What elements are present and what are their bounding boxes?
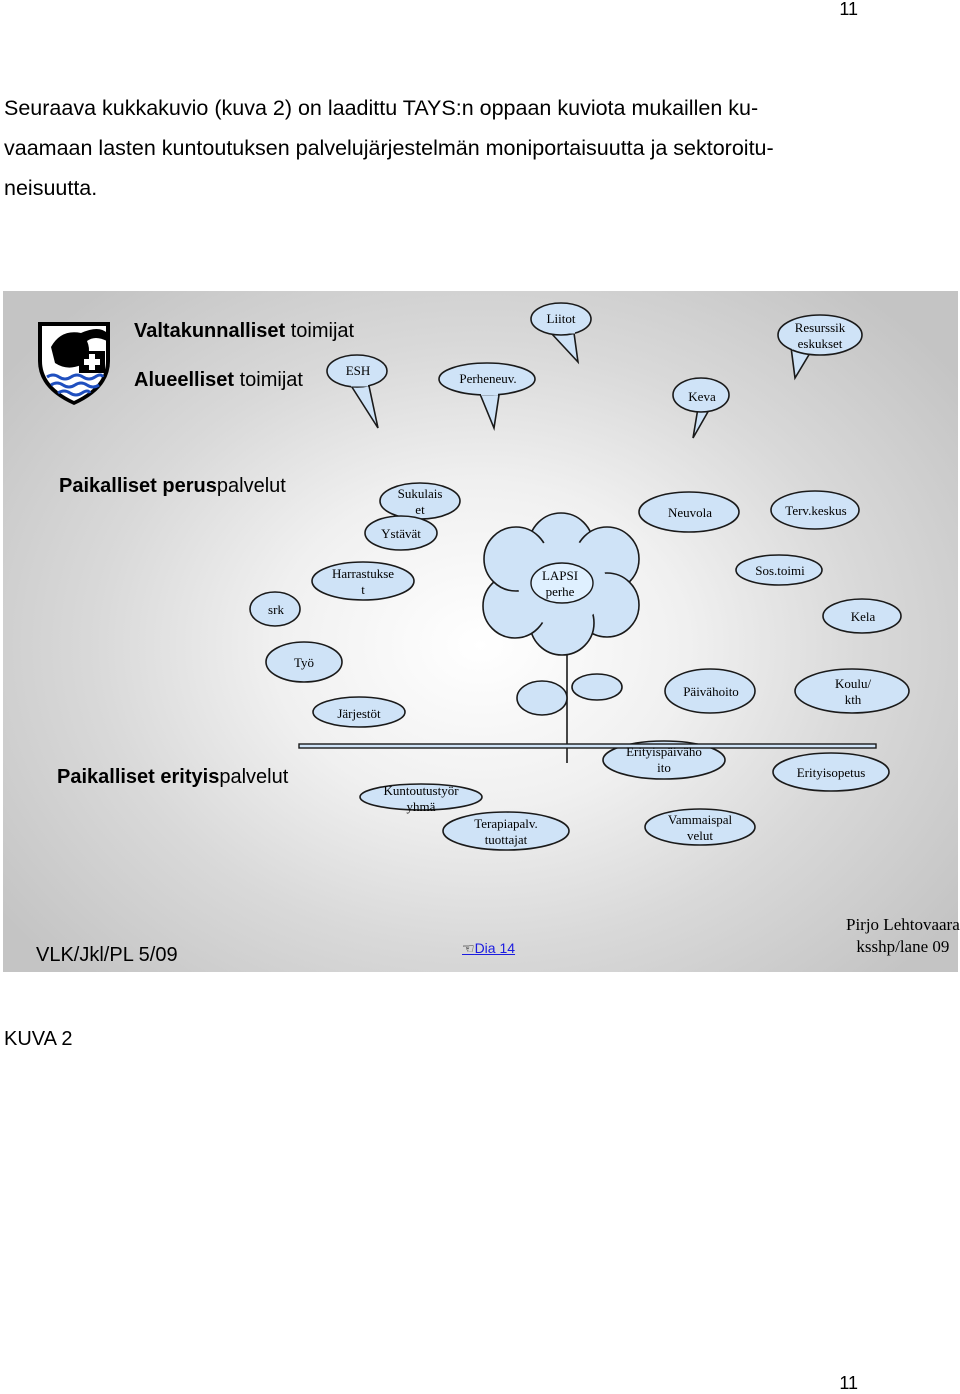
text-sostoimi: Sos.toimi — [755, 563, 805, 578]
text-tyo: Työ — [293, 655, 315, 670]
oval-terapiapalv — [442, 811, 570, 851]
bubble-esh — [326, 354, 388, 429]
oval-tyo — [265, 641, 343, 683]
oval-srk — [249, 591, 301, 627]
slide-footer-link[interactable]: ☜Dia 14 — [462, 940, 516, 956]
oval-kuntoutustyoryhma — [359, 783, 483, 811]
intro-line-1: Seuraava kukkakuvio (kuva 2) on laadittu… — [4, 96, 759, 120]
oval-neuvola — [638, 491, 740, 533]
bubble-liitot — [530, 302, 592, 365]
oval-vammaispalvelut — [644, 808, 756, 846]
intro-paragraph: Seuraava kukkakuvio (kuva 2) on laadittu… — [4, 88, 824, 208]
text-terveyskeskus: Terv.keskus — [785, 503, 847, 518]
oval-kela — [822, 598, 902, 634]
text-keva: Keva — [688, 389, 716, 404]
page-number-bottom: 11 — [839, 1373, 858, 1393]
oval-paivahoito — [664, 668, 756, 714]
hand-pointer-icon: ☜ — [462, 940, 475, 956]
diagram-shapes: .bub { fill:#cfe3f7; stroke:#1a1a1a; str… — [38, 302, 910, 851]
flower-diagram-slide: .bub { fill:#cfe3f7; stroke:#1a1a1a; str… — [3, 291, 958, 972]
text-koulu: Koulu/kth — [834, 676, 872, 707]
label-national: Valtakunnalliset toimijat — [134, 320, 355, 342]
oval-erityispaivahoito — [602, 740, 726, 780]
figure-caption: KUVA 2 — [4, 1028, 73, 1050]
flower-leaf-right — [571, 673, 623, 701]
flower-leaf-left — [516, 680, 568, 716]
intro-line-2: vaamaan lasten kuntoutuksen palvelujärje… — [4, 136, 774, 160]
text-paivahoito: Päivähoito — [683, 684, 739, 699]
text-liitot: Liitot — [546, 311, 576, 326]
bubble-resurssikeskukset — [777, 314, 863, 381]
oval-harrastukset — [311, 561, 415, 601]
label-local-basic: Paikalliset peruspalvelut — [59, 475, 286, 497]
oval-erityisopetus — [772, 752, 890, 792]
flower-center-oval — [530, 562, 594, 604]
bubble-keva — [672, 377, 730, 439]
page-number-top: 11 — [839, 0, 858, 19]
text-jarjestot: Järjestöt — [337, 706, 381, 721]
text-kela: Kela — [850, 609, 876, 624]
text-perheneuv: Perheneuv. — [459, 371, 517, 386]
oval-koulu — [794, 668, 910, 714]
coat-of-arms-logo — [38, 322, 110, 405]
ground-line — [298, 743, 877, 749]
label-regional: Alueelliset toimijat — [134, 369, 303, 391]
text-esh: ESH — [345, 363, 371, 378]
text-terapiapalv: Terapiapalv.tuottajat — [474, 816, 538, 847]
label-local-special: Paikalliset erityispalvelut — [57, 766, 289, 788]
oval-ystavat — [364, 515, 438, 551]
oval-sostoimi — [735, 554, 823, 586]
oval-terveyskeskus — [770, 490, 860, 530]
text-erityisopetus: Erityisopetus — [796, 765, 866, 780]
slide-footer-left: VLK/Jkl/PL 5/09 — [36, 944, 178, 966]
oval-jarjestot — [312, 696, 406, 728]
flower-head — [482, 512, 640, 656]
text-ystavat: Ystävät — [381, 526, 421, 541]
intro-line-3: neisuutta. — [4, 176, 98, 200]
text-srk: srk — [268, 602, 284, 617]
bubble-perheneuv — [438, 362, 536, 431]
text-neuvola: Neuvola — [667, 505, 713, 520]
